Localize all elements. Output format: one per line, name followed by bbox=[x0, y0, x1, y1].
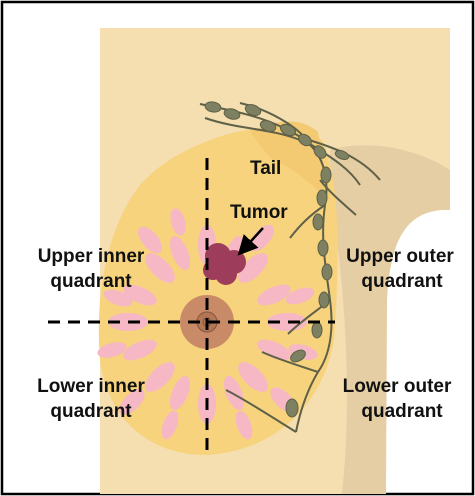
upper-inner-label-line2: quadrant bbox=[50, 271, 132, 292]
upper-outer-label-line2: quadrant bbox=[361, 271, 443, 292]
tail-label: Tail bbox=[250, 158, 281, 179]
lower-outer-label-line1: Lower outer bbox=[343, 376, 452, 397]
lower-outer-label-line2: quadrant bbox=[361, 401, 443, 422]
lower-inner-label-line1: Lower inner bbox=[37, 376, 145, 397]
tumor-label: Tumor bbox=[230, 202, 288, 223]
upper-outer-label-line1: Upper outer bbox=[346, 246, 454, 267]
upper-inner-label-line1: Upper inner bbox=[38, 246, 145, 267]
lower-inner-label-line2: quadrant bbox=[50, 401, 132, 422]
